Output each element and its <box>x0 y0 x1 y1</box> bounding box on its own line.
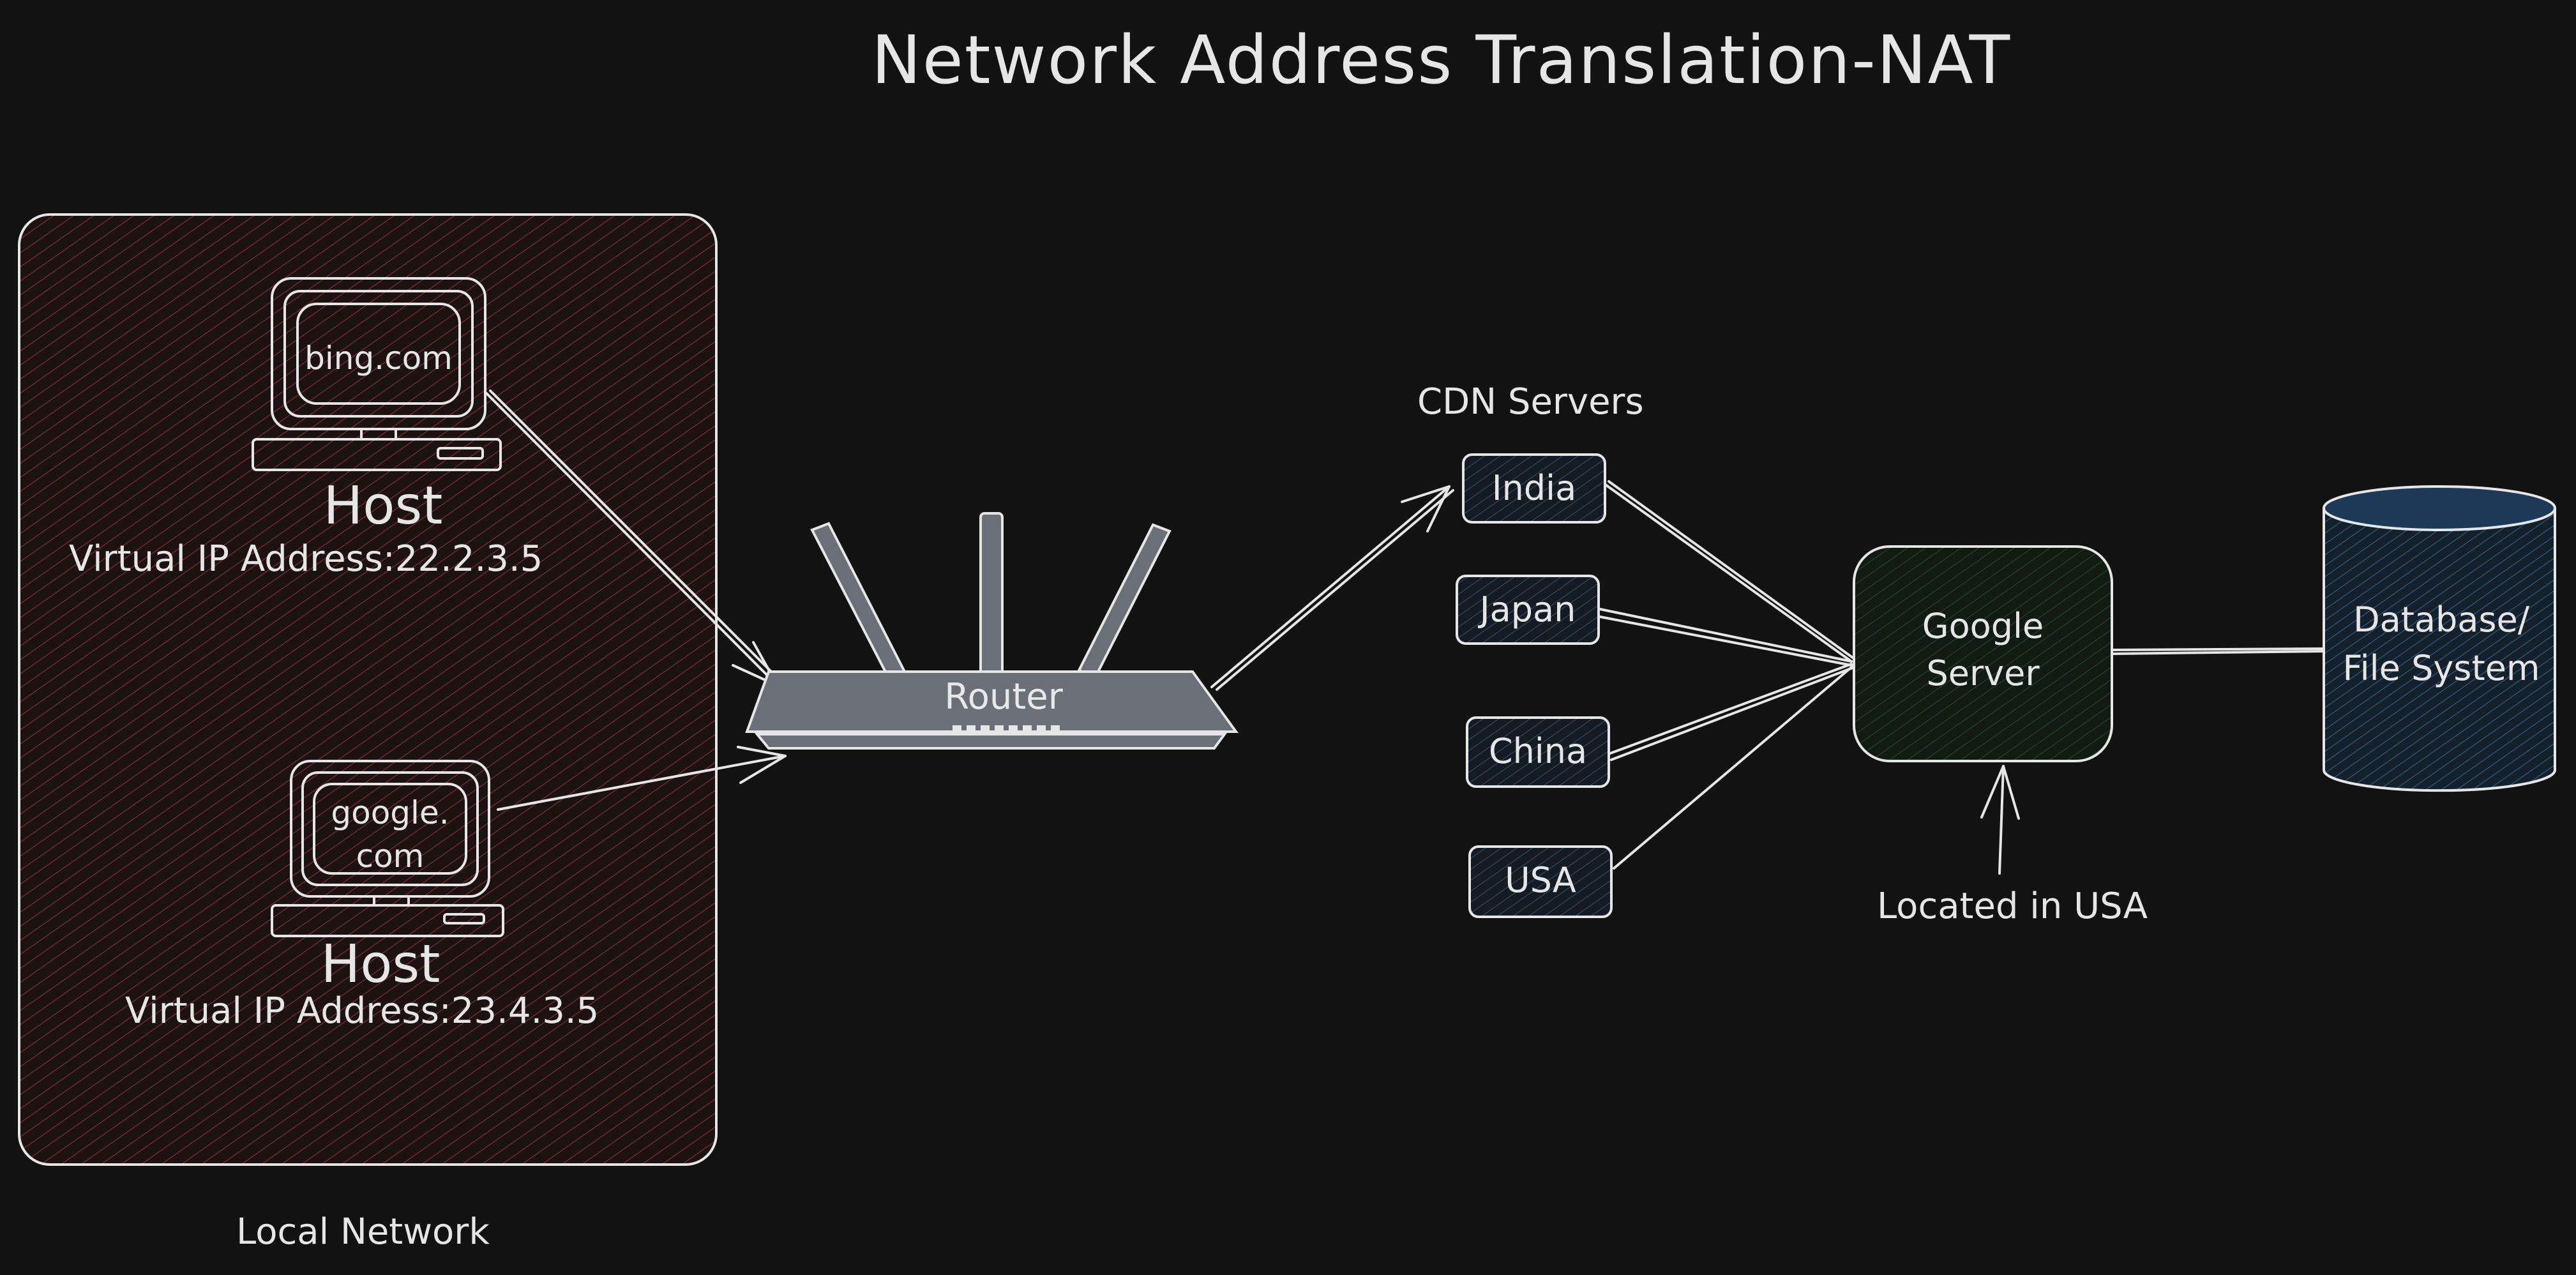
cdn-box-china <box>1466 716 1610 788</box>
cdn-server-india: India <box>1491 468 1577 508</box>
host-computer-1-icon <box>252 277 502 471</box>
arrow-host2-to-router <box>497 746 787 811</box>
arrow-host1-to-router <box>485 389 781 687</box>
host-computer-2-icon <box>271 760 504 937</box>
cdn-to-google-links <box>1599 480 1857 870</box>
cdn-servers-label: CDN Servers <box>1417 381 1644 423</box>
local-network-box <box>18 213 718 1166</box>
router-icon <box>745 512 1239 750</box>
google-server-label-line1: Google <box>1922 606 2044 646</box>
host1-screen-text: bing.com <box>305 340 453 377</box>
local-network-label: Local Network <box>236 1211 490 1253</box>
arrow-location-note <box>1980 765 2020 875</box>
cdn-box-japan <box>1456 575 1600 645</box>
database-label-line2: File System <box>2342 648 2540 688</box>
cdn-server-china: China <box>1488 731 1588 771</box>
google-to-database-link <box>2111 647 2324 655</box>
host2-label: Host <box>320 934 441 995</box>
cdn-server-japan: Japan <box>1479 589 1576 630</box>
database-cylinder-icon <box>2323 485 2556 792</box>
arrow-router-to-cdn <box>1210 485 1454 691</box>
cdn-box-usa <box>1468 845 1613 918</box>
host1-ip-label: Virtual IP Address:22.2.3.5 <box>69 538 543 580</box>
google-location-note: Located in USA <box>1876 886 2148 927</box>
cdn-box-india <box>1462 453 1606 524</box>
host2-screen-text: google. com <box>331 794 449 875</box>
database-label-line1: Database/ <box>2353 600 2529 640</box>
host2-ip-label: Virtual IP Address:23.4.3.5 <box>125 990 599 1032</box>
cdn-server-usa: USA <box>1505 860 1576 900</box>
page-title: Network Address Translation-NAT <box>871 21 2012 99</box>
google-server-label-line2: Server <box>1926 653 2040 693</box>
host1-label: Host <box>323 476 443 536</box>
router-label: Router <box>944 676 1063 718</box>
